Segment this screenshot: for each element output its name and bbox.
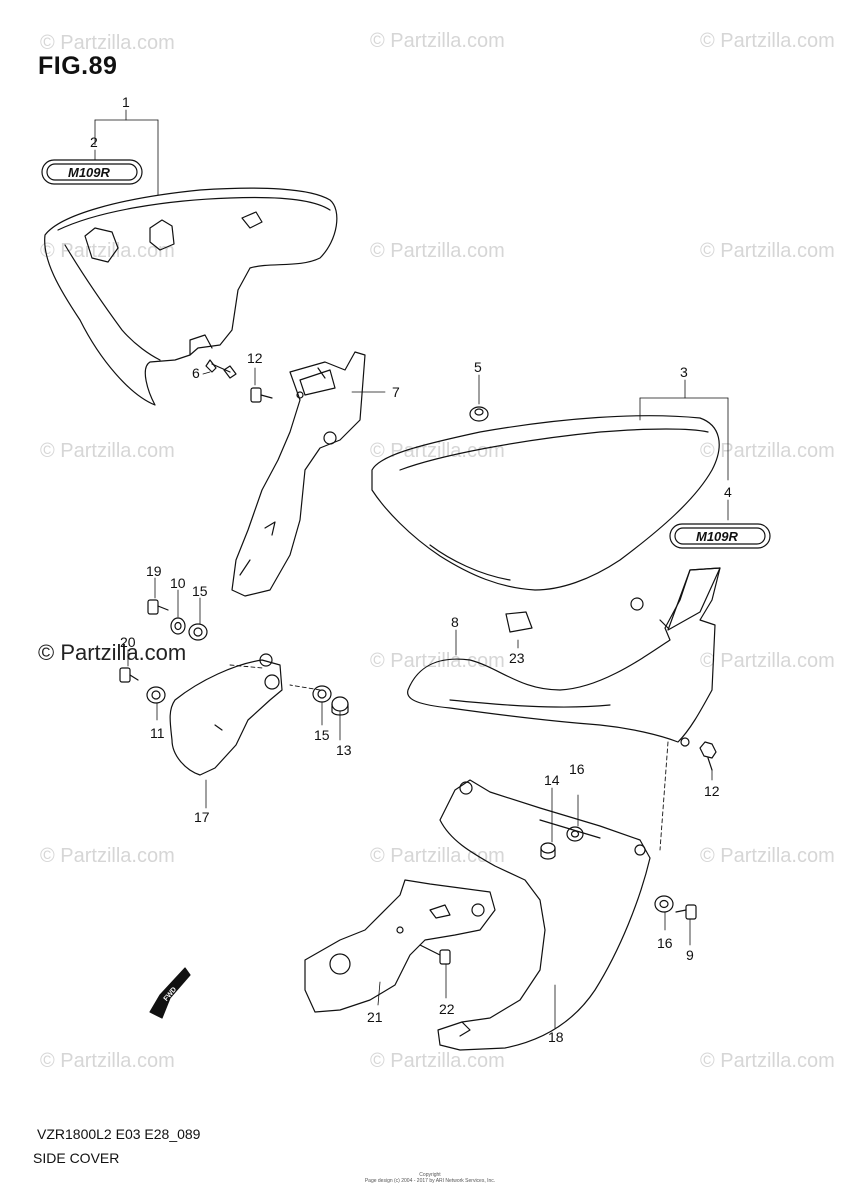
callout-19: 19 (146, 563, 162, 579)
callout-1: 1 (122, 94, 130, 110)
callout-4: 4 (724, 484, 732, 500)
callout-15-lower: 15 (314, 727, 330, 743)
callout-14: 14 (544, 772, 560, 788)
figure-title: FIG.89 (38, 52, 118, 80)
callout-11: 11 (150, 725, 165, 741)
grommet-16-lower (654, 895, 674, 913)
callout-16-upper: 16 (569, 761, 585, 777)
watermark: © Partzilla.com (370, 1050, 505, 1072)
side-cover-right (371, 415, 720, 591)
fwd-arrow (149, 967, 191, 1019)
callout-22: 22 (439, 1001, 455, 1017)
lower-cover-8 (407, 567, 721, 747)
callout-3: 3 (680, 364, 688, 380)
bracket-21 (304, 879, 496, 1013)
emblem-text: M109R (696, 529, 739, 544)
callout-10: 10 (170, 575, 186, 591)
watermark: © Partzilla.com (370, 30, 505, 52)
callout-7: 7 (392, 384, 400, 400)
watermark: © Partzilla.com (700, 1050, 835, 1072)
watermark: © Partzilla.com (40, 440, 175, 462)
section-description: SIDE COVER (33, 1150, 120, 1166)
callout-9: 9 (686, 947, 694, 963)
watermark: © Partzilla.com (700, 240, 835, 262)
copyright-line2: Page design (c) 2004 - 2017 by ARI Netwo… (364, 1178, 496, 1184)
callout-2: 2 (90, 134, 98, 150)
bracket-17 (169, 653, 283, 776)
callout-20: 20 (120, 634, 136, 650)
bracket-18 (437, 779, 651, 1051)
side-cover-upper-left (44, 187, 338, 406)
callout-6: 6 (192, 365, 200, 381)
callout-12-upper: 12 (247, 350, 263, 366)
watermark: © Partzilla.com (40, 32, 175, 54)
watermark: © Partzilla.com (700, 845, 835, 867)
washer-10 (170, 617, 186, 635)
bolt-20 (119, 667, 139, 683)
watermark: © Partzilla.com (370, 240, 505, 262)
callout-23: 23 (509, 650, 525, 666)
screw-12-lower (699, 741, 717, 771)
bolt-9 (675, 904, 697, 920)
bolt-22 (419, 944, 451, 965)
callout-18: 18 (548, 1029, 564, 1045)
watermark: © Partzilla.com (40, 845, 175, 867)
collar-14 (540, 842, 556, 860)
emblem-right (669, 523, 771, 549)
callout-5: 5 (474, 359, 482, 375)
bracket-7 (231, 351, 366, 597)
copyright-line1: Copyright (419, 1172, 441, 1178)
grommet-15-upper (188, 623, 208, 641)
bolt-19 (147, 599, 169, 615)
grommet-11 (146, 686, 166, 704)
screw-6 (205, 359, 237, 379)
callout-labels: 1 2 3 4 5 6 7 8 9 10 11 12 12 13 14 15 1… (90, 94, 732, 1045)
bolt-12-upper (250, 387, 273, 403)
callout-13: 13 (336, 742, 352, 758)
watermark: © Partzilla.com (700, 440, 835, 462)
grommet-5 (469, 406, 489, 422)
callout-15-upper: 15 (192, 583, 208, 599)
copyright: Copyright Page design (c) 2004 - 2017 by… (360, 1172, 500, 1184)
callout-12-lower: 12 (704, 783, 720, 799)
grommet-15-lower (312, 685, 332, 703)
watermark: © Partzilla.com (40, 1050, 175, 1072)
emblem-upper-left (41, 159, 143, 185)
pad-23 (505, 611, 533, 633)
watermark-highlight: © Partzilla.com (38, 640, 187, 665)
watermark: © Partzilla.com (370, 650, 505, 672)
watermark: © Partzilla.com (700, 30, 835, 52)
callout-8: 8 (451, 614, 459, 630)
model-code: VZR1800L2 E03 E28_089 (37, 1126, 201, 1142)
callout-16-lower: 16 (657, 935, 673, 951)
watermark: © Partzilla.com (40, 240, 175, 262)
callout-17: 17 (194, 809, 210, 825)
watermark: © Partzilla.com (370, 440, 505, 462)
watermark: © Partzilla.com (370, 845, 505, 867)
watermark: © Partzilla.com (700, 650, 835, 672)
emblem-text: M109R (68, 165, 111, 180)
callout-21: 21 (367, 1009, 383, 1025)
